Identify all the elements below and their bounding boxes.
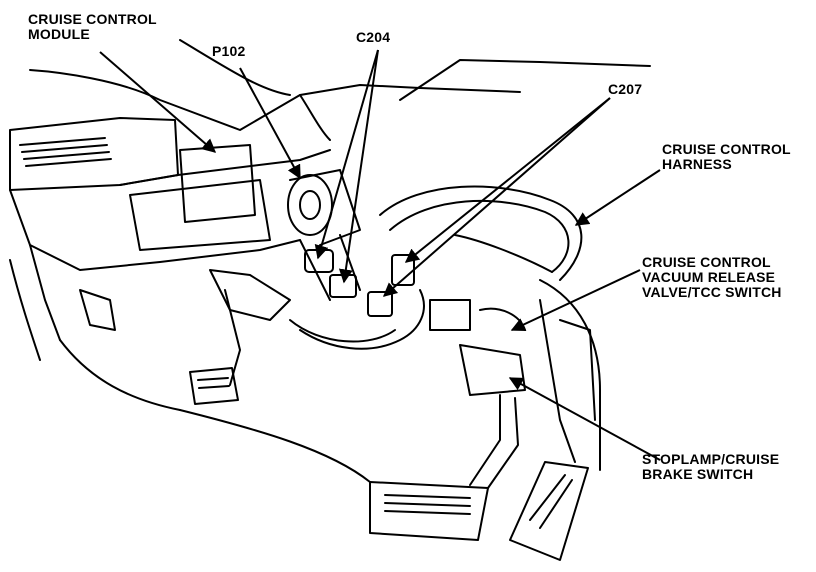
leader-c204-a [314,49,379,260]
leader-c207-a [404,97,611,263]
leader-cruise-module [99,51,217,153]
leader-vacuum-valve [510,269,641,331]
label-stoplamp-brake-switch: STOPLAMP/CRUISE BRAKE SWITCH [642,451,780,482]
leader-c207-b [382,97,611,297]
label-c204: C204 [356,29,391,45]
leader-cruise-harness [574,169,661,226]
label-cruise-control-module: CRUISE CONTROL MODULE [28,11,157,42]
leader-c204-b [338,49,379,284]
label-p102: P102 [212,43,246,59]
label-c207: C207 [608,81,643,97]
dashboard-structure [9,39,651,561]
label-cruise-control-harness: CRUISE CONTROL HARNESS [662,141,791,172]
callout-leaders [99,49,661,461]
label-vacuum-release-valve: CRUISE CONTROL VACUUM RELEASE VALVE/TCC … [642,254,782,300]
leader-stoplamp-switch [508,377,661,461]
leader-p102 [239,67,301,180]
